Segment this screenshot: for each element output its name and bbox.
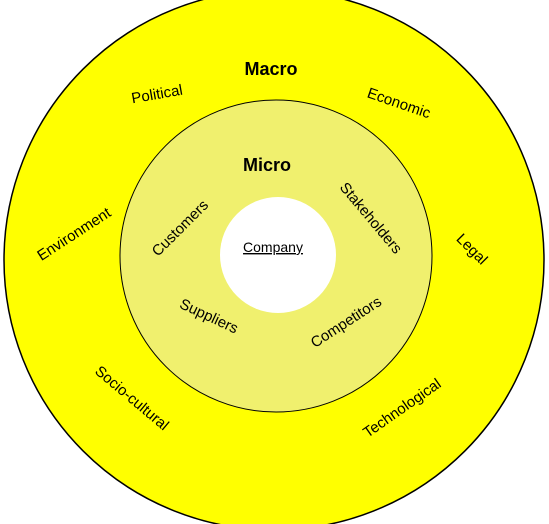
company-core	[220, 197, 336, 313]
micro-heading: Micro	[243, 155, 291, 175]
company-label: Company	[243, 239, 303, 255]
macro-heading: Macro	[244, 59, 297, 79]
